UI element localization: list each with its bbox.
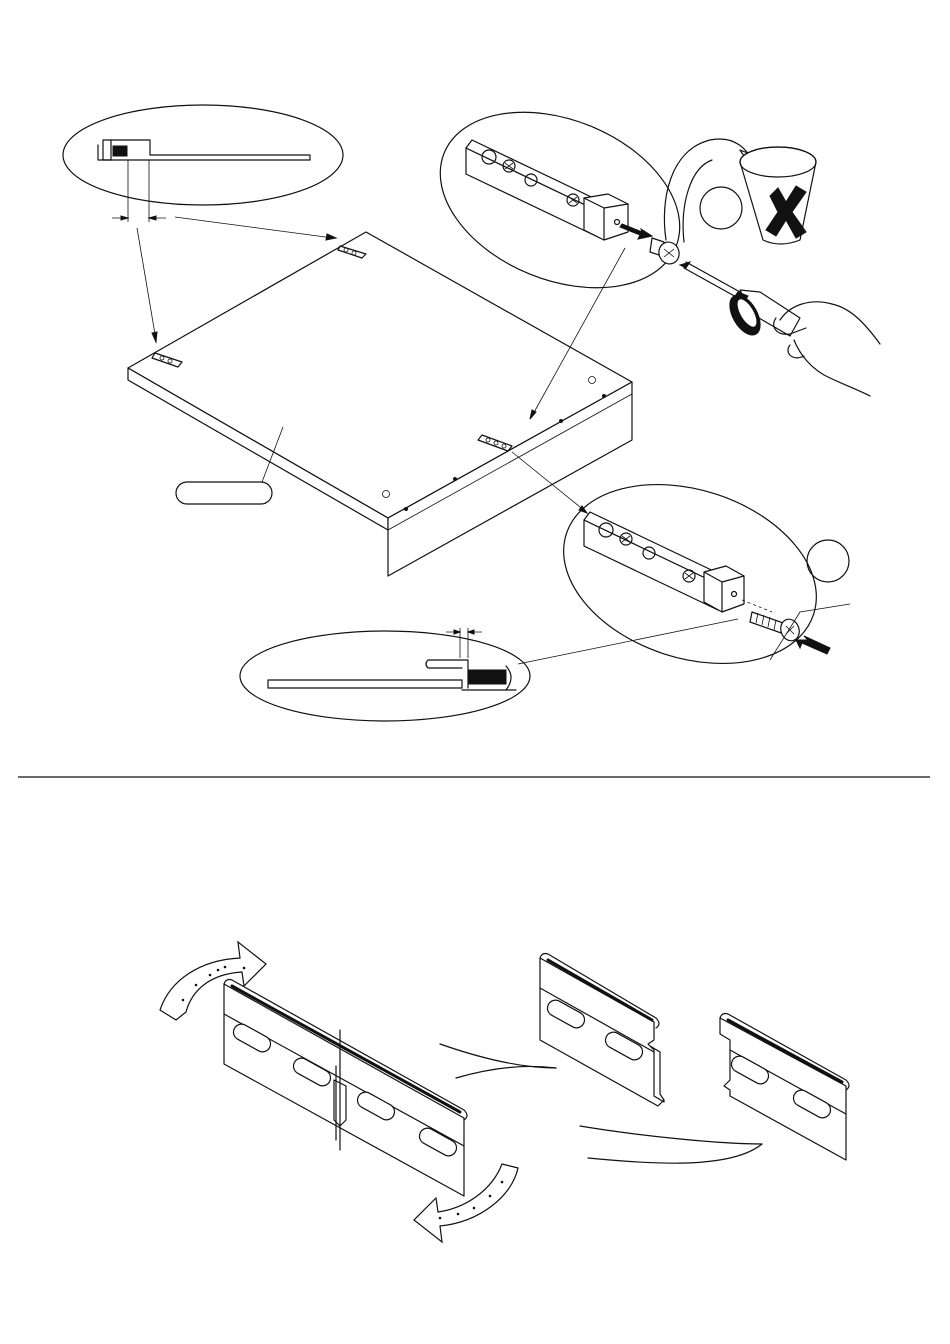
leader-line [518, 619, 738, 664]
leader-line [137, 228, 156, 340]
step-circle-badge [700, 187, 742, 229]
detail-ellipse-middle-right [512, 452, 850, 694]
screw-hatch-icon [468, 670, 506, 684]
motion-line [440, 1044, 556, 1068]
insert-arrow-icon [796, 636, 830, 654]
leader-line [175, 217, 333, 238]
detail-ellipse-bottom [240, 619, 738, 721]
shelf-panel [128, 232, 632, 576]
wall-rail-left-half [540, 954, 664, 1107]
bracket-hatch-icon [113, 146, 127, 156]
discard-cup [740, 147, 816, 244]
wall-rail-full [224, 980, 467, 1197]
wall-rail-right-half [720, 1014, 849, 1161]
motion-line [580, 1126, 762, 1144]
screwdriver [680, 262, 800, 340]
step-circle-badge [807, 540, 849, 582]
detail-ellipse-top-left [63, 105, 343, 222]
